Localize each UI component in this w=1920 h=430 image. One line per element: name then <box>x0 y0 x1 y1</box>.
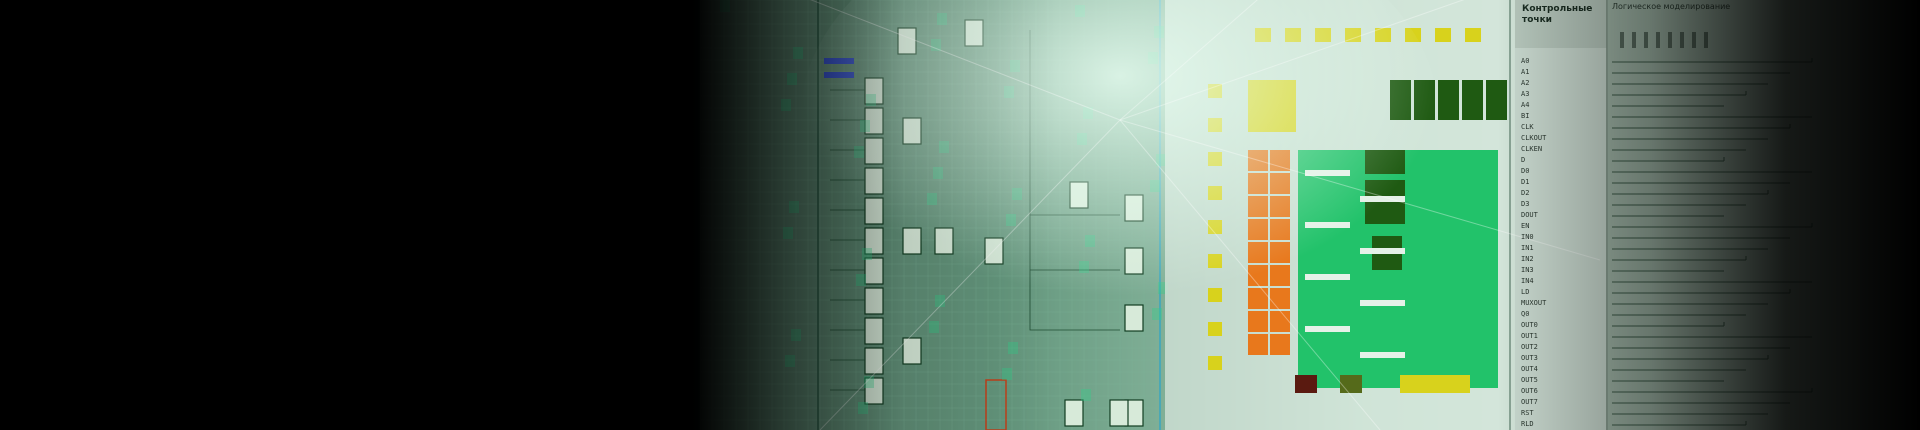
signal-name: EN <box>1521 222 1530 230</box>
io-pad <box>1435 28 1451 42</box>
orange-cell <box>1270 311 1290 332</box>
glow-cell <box>789 201 799 213</box>
dark-green-block <box>1486 80 1507 120</box>
signal-name: OUT3 <box>1521 354 1538 362</box>
glow-cell <box>858 402 868 414</box>
signal-name: D0 <box>1521 167 1530 175</box>
signal-name: OUT2 <box>1521 343 1538 351</box>
glow-cell <box>783 227 793 239</box>
signal-name: IN1 <box>1521 244 1534 252</box>
signal-name: LD <box>1521 288 1530 296</box>
signal-name: OUT7 <box>1521 398 1538 406</box>
signal-name: OUT1 <box>1521 332 1538 340</box>
signal-name: A1 <box>1521 68 1530 76</box>
routing-gap <box>1360 352 1405 358</box>
olive-cell <box>1340 375 1362 393</box>
routing-gap <box>1305 326 1350 332</box>
signal-name: DOUT <box>1521 211 1538 219</box>
logic-gate <box>864 347 884 375</box>
timeline-marker <box>1692 32 1696 48</box>
timeline-marker <box>1620 32 1624 48</box>
timeline-marker <box>1704 32 1708 48</box>
glow-cell <box>864 376 874 388</box>
signal-name: IN0 <box>1521 233 1534 241</box>
signal-name: D2 <box>1521 189 1530 197</box>
glow-cell <box>720 0 730 12</box>
dark-red-cell <box>1295 375 1317 393</box>
signal-name: IN4 <box>1521 277 1534 285</box>
glow-cell <box>791 329 801 341</box>
glow-cell <box>781 99 791 111</box>
timeline-marker <box>1656 32 1660 48</box>
io-pad <box>1208 356 1222 370</box>
orange-cell <box>1248 334 1268 355</box>
logic-gate <box>1109 399 1129 427</box>
logic-simulation-panel <box>1608 0 1920 430</box>
simulation-title: Логическое моделирование <box>1612 2 1731 11</box>
glow-cell <box>1002 368 1012 380</box>
yellow-block <box>1400 375 1470 393</box>
dark-green-block <box>1462 80 1483 120</box>
io-pad <box>1465 28 1481 42</box>
signal-name: OUT0 <box>1521 321 1538 329</box>
timing-background <box>1608 0 1920 430</box>
signal-name: Q0 <box>1521 310 1530 318</box>
signal-name: MUXOUT <box>1521 299 1547 307</box>
glow-cell <box>1081 389 1091 401</box>
signal-name: OUT6 <box>1521 387 1538 395</box>
signal-name: CLKOUT <box>1521 134 1547 142</box>
signal-name: D <box>1521 156 1526 164</box>
signal-name: IN2 <box>1521 255 1534 263</box>
signal-name: IN3 <box>1521 266 1534 274</box>
signal-name: CLK <box>1521 123 1534 131</box>
glow-cell <box>787 73 797 85</box>
logic-gate <box>864 317 884 345</box>
glow-cell <box>856 274 866 286</box>
dark-green-block <box>1438 80 1459 120</box>
signal-name: OUT4 <box>1521 365 1538 373</box>
signal-name: RST <box>1521 409 1534 417</box>
glow-cell <box>793 47 803 59</box>
signal-name: D3 <box>1521 200 1530 208</box>
signal-name: BI <box>1521 112 1530 120</box>
signal-name: A4 <box>1521 101 1530 109</box>
routing-gap <box>1360 300 1405 306</box>
orange-cell <box>1270 334 1290 355</box>
signal-name: A0 <box>1521 57 1530 65</box>
signal-name: A2 <box>1521 79 1530 87</box>
signal-name: RLD <box>1521 420 1534 428</box>
signal-name: CLKEN <box>1521 145 1543 153</box>
control-points-title: Контрольные точки <box>1522 4 1593 25</box>
timeline-marker <box>1668 32 1672 48</box>
glow-cell <box>929 321 939 333</box>
timeline-marker <box>1644 32 1648 48</box>
signal-name: OUT5 <box>1521 376 1538 384</box>
logic-gate <box>1064 399 1084 427</box>
timeline-marker <box>1632 32 1636 48</box>
signal-name: D1 <box>1521 178 1530 186</box>
glow-cell <box>785 355 795 367</box>
signal-name: A3 <box>1521 90 1530 98</box>
timeline-marker <box>1680 32 1684 48</box>
glow-cell <box>1008 342 1018 354</box>
logic-gate <box>864 287 884 315</box>
